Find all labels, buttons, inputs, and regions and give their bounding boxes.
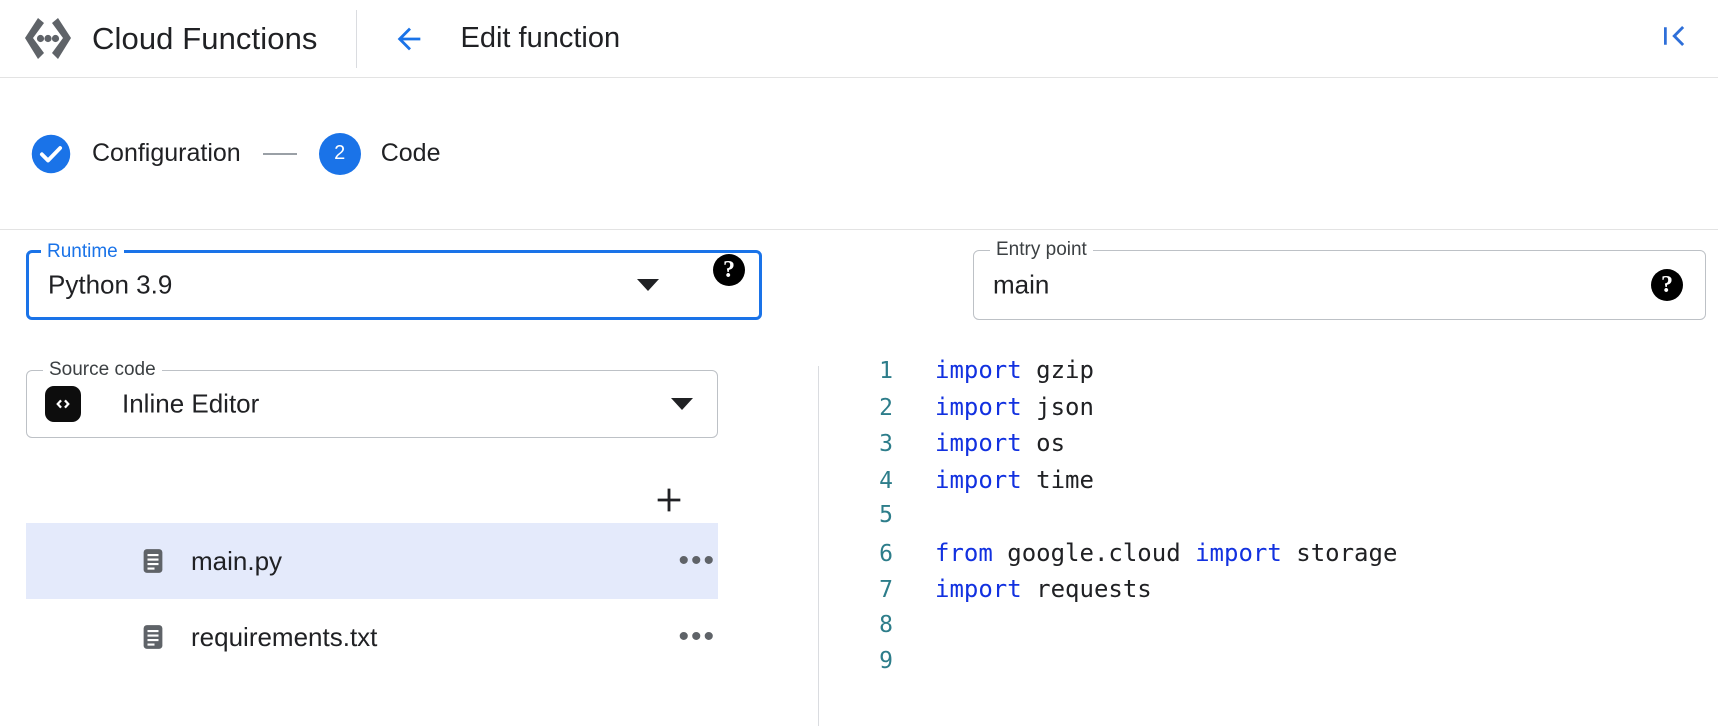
code-text: import os	[935, 429, 1065, 457]
inline-editor-code-icon	[45, 386, 81, 422]
line-number: 6	[879, 540, 893, 567]
line-number: 9	[879, 648, 893, 674]
stepper-connector	[262, 152, 297, 155]
code-line: 7 import requests	[819, 575, 1718, 612]
line-number: 7	[879, 577, 893, 603]
file-overflow-menu-button[interactable]: •••	[678, 544, 716, 577]
code-line: 2 import json	[819, 393, 1718, 430]
source-code-value: Inline Editor	[122, 388, 260, 419]
code-lines: 1 import gzip 2 import json 3 import os 4 impor…	[819, 356, 1718, 685]
code-line: 6 from google.cloud import storage	[819, 539, 1718, 576]
file-overflow-menu-button[interactable]: •••	[678, 620, 716, 653]
header-divider	[355, 9, 357, 68]
arrow-left-icon	[397, 27, 420, 50]
brand-title: Cloud Functions	[92, 20, 318, 56]
file-row-requirements-txt[interactable]: requirements.txt •••	[26, 599, 718, 675]
code-line: 9	[819, 648, 1718, 685]
code-text: import gzip	[935, 356, 1094, 384]
code-identifier: os	[1021, 429, 1066, 457]
line-number: 8	[879, 611, 893, 638]
step-complete-check-icon	[30, 133, 72, 175]
add-file-button[interactable]	[645, 476, 693, 524]
code-identifier: gzip	[1021, 356, 1094, 384]
add-file-icon	[657, 488, 681, 512]
cloud-functions-logo-icon	[22, 14, 74, 64]
file-name: main.py	[191, 545, 283, 576]
code-identifier: json	[1021, 392, 1094, 421]
code-keyword: import	[935, 465, 1022, 494]
runtime-value: Python 3.9	[48, 269, 173, 300]
page-title: Edit function	[460, 22, 621, 54]
code-text: import requests	[935, 575, 1152, 603]
app-header: Cloud Functions Edit function	[0, 0, 1718, 78]
chevron-down-icon[interactable]	[671, 398, 693, 410]
code-line: 8	[819, 612, 1718, 649]
code-keyword: import	[1195, 538, 1282, 567]
collapse-panel-button[interactable]	[1652, 14, 1696, 58]
collapse-panel-icon	[1664, 25, 1685, 47]
code-line: 1 import gzip	[819, 356, 1718, 393]
stepper-step-configuration[interactable]: Configuration	[30, 133, 241, 175]
inline-code-editor[interactable]: 1 import gzip 2 import json 3 import os 4 impor…	[819, 356, 1718, 726]
entry-point-value: main	[993, 269, 1050, 300]
file-icon	[138, 622, 168, 652]
back-button[interactable]	[383, 13, 435, 65]
source-code-select[interactable]: Source code Inline Editor	[26, 360, 718, 438]
code-line: 5	[819, 502, 1718, 539]
entry-point-input[interactable]: Entry point main ?	[973, 240, 1706, 320]
code-text: import time	[935, 466, 1094, 494]
chevron-down-icon[interactable]	[637, 279, 659, 291]
line-number: 5	[879, 502, 893, 528]
code-keyword: from	[935, 538, 993, 567]
code-keyword: import	[935, 356, 1022, 384]
code-identifier: google.cloud	[992, 538, 1196, 567]
body-area: Runtime Python 3.9 ? Source code Inline …	[0, 231, 1718, 726]
entry-point-help-icon[interactable]: ?	[1651, 269, 1683, 301]
brand[interactable]: Cloud Functions	[0, 0, 318, 77]
file-row-main-py[interactable]: main.py •••	[26, 523, 718, 599]
code-keyword: import	[935, 429, 1022, 457]
runtime-help-icon[interactable]: ?	[713, 254, 745, 286]
entry-point-label: Entry point	[990, 240, 1093, 260]
line-number: 4	[879, 467, 893, 494]
code-keyword: import	[935, 392, 1022, 421]
line-number: 1	[879, 358, 893, 384]
stepper-label-code: Code	[380, 139, 441, 167]
stepper-label-configuration: Configuration	[92, 139, 241, 167]
right-column: Entry point main ? 1 import gzip 2 import j…	[819, 231, 1718, 726]
code-identifier: time	[1021, 465, 1094, 494]
source-code-label: Source code	[43, 360, 162, 380]
wizard-stepper: Configuration 2 Code	[0, 78, 1718, 230]
runtime-select[interactable]: Runtime Python 3.9	[26, 242, 762, 320]
line-number: 2	[879, 394, 893, 421]
code-identifier: requests	[1021, 575, 1152, 603]
stepper-step-code[interactable]: 2 Code	[318, 132, 441, 175]
code-identifier: storage	[1281, 538, 1398, 567]
code-line: 4 import time	[819, 466, 1718, 503]
code-text: import json	[935, 393, 1094, 421]
step-number-badge: 2	[318, 132, 361, 175]
left-column: Runtime Python 3.9 ? Source code Inline …	[0, 231, 818, 726]
file-name: requirements.txt	[191, 621, 378, 652]
code-keyword: import	[935, 575, 1022, 603]
file-list: main.py ••• requirements.txt	[26, 523, 718, 675]
runtime-label: Runtime	[41, 242, 124, 262]
column-divider	[818, 366, 819, 726]
code-line: 3 import os	[819, 429, 1718, 466]
line-number: 3	[879, 431, 893, 457]
code-text: from google.cloud import storage	[935, 539, 1397, 567]
file-icon	[138, 546, 168, 576]
